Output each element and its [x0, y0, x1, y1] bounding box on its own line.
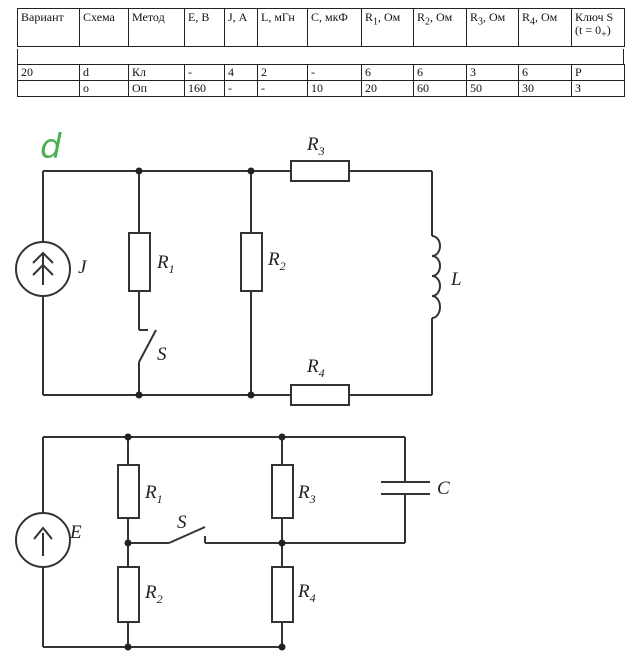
header-c: C, мкФ — [307, 8, 362, 47]
switch-blade — [138, 329, 157, 363]
header-scheme: Схема — [79, 8, 129, 47]
header-r4: R4, Ом — [518, 8, 572, 47]
table-row: o Оп 160 - - 10 20 60 50 30 З — [17, 80, 625, 97]
label-c: C — [437, 478, 450, 499]
header-r3: R3, Ом — [466, 8, 519, 47]
node — [278, 433, 286, 441]
label-r3-main: R — [306, 134, 319, 155]
label-r2-o: R2 — [144, 582, 163, 606]
table-cell: 30 — [518, 80, 572, 97]
table-cell: 50 — [466, 80, 519, 97]
label-r4-o: R4 — [297, 581, 316, 605]
circuit-d — [15, 160, 441, 406]
label-r4: R4 — [306, 356, 325, 380]
node — [135, 167, 143, 175]
table-cell: З — [571, 80, 625, 97]
current-source-j — [15, 241, 71, 297]
label-r4-main: R — [306, 356, 319, 377]
label-s: S — [157, 344, 167, 365]
node — [135, 391, 143, 399]
table-row: 20 d Кл - 4 2 - 6 6 3 6 Р — [17, 64, 625, 81]
label-r4-sub: 4 — [319, 366, 325, 380]
table-cell: - — [257, 80, 308, 97]
r3-resistor — [290, 160, 350, 182]
label-r2-main: R — [267, 249, 280, 270]
label-r1-o-main: R — [144, 482, 157, 503]
header-variant: Вариант — [17, 8, 80, 47]
r3-resistor — [271, 464, 294, 519]
circuit-d-handwritten-label: d — [40, 127, 62, 167]
label-r1-o-sub: 1 — [157, 492, 163, 506]
label-r1-o: R1 — [144, 482, 163, 506]
node — [278, 643, 286, 651]
r1-resistor — [128, 232, 151, 292]
label-r1-main: R — [156, 252, 169, 273]
parameters-values-table: 20 d Кл - 4 2 - 6 6 3 6 Р o Оп 160 - - 1… — [17, 64, 625, 97]
header-r1: R1, Ом — [361, 8, 414, 47]
label-r3: R3 — [306, 134, 325, 158]
label-j: J — [78, 257, 88, 278]
node — [278, 539, 286, 547]
label-r1: R1 — [156, 252, 175, 276]
table-cell: - — [224, 80, 258, 97]
label-r3-o-sub: 3 — [309, 492, 316, 506]
node — [247, 391, 255, 399]
node — [124, 539, 132, 547]
table-cell: 10 — [307, 80, 362, 97]
header-r2: R2, Ом — [413, 8, 467, 47]
table-gap — [17, 49, 624, 64]
label-r2-o-main: R — [144, 582, 157, 603]
r1-resistor — [117, 464, 140, 519]
r4-resistor — [271, 566, 294, 623]
voltage-source-arrow-head — [33, 526, 53, 540]
label-r2: R2 — [267, 249, 286, 273]
r2-resistor — [240, 232, 263, 292]
label-r3-o: R3 — [297, 482, 316, 506]
label-r4-o-sub: 4 — [310, 591, 316, 605]
circuit-o-nodes — [124, 433, 286, 651]
r4-resistor — [290, 384, 350, 406]
header-e: E, В — [184, 8, 225, 47]
label-s-o: S — [177, 512, 187, 533]
label-r3-sub: 3 — [318, 144, 325, 158]
inductor-coil — [431, 235, 441, 319]
node — [124, 643, 132, 651]
parameters-header-table: Вариант Схема Метод E, В J, А L, мГн C, … — [17, 8, 625, 47]
table-cell: Оп — [128, 80, 185, 97]
circuit-o — [15, 436, 430, 648]
label-r1-sub: 1 — [169, 262, 175, 276]
table-cell: 160 — [184, 80, 225, 97]
label-e: E — [69, 522, 82, 543]
label-r4-o-main: R — [297, 581, 310, 602]
label-l: L — [450, 269, 462, 290]
voltage-source-e — [15, 512, 71, 568]
values-body: 20 d Кл - 4 2 - 6 6 3 6 Р o Оп 160 - - 1… — [17, 64, 625, 97]
circuit-d-nodes — [135, 167, 255, 399]
label-r3-o-main: R — [297, 482, 310, 503]
node — [124, 433, 132, 441]
r2-resistor — [117, 566, 140, 623]
node — [247, 167, 255, 175]
label-r2-sub: 2 — [280, 259, 286, 273]
label-r2-o-sub: 2 — [157, 592, 163, 606]
switch-blade — [168, 526, 206, 544]
header-switch: Ключ S(t = 0+) — [571, 8, 625, 47]
